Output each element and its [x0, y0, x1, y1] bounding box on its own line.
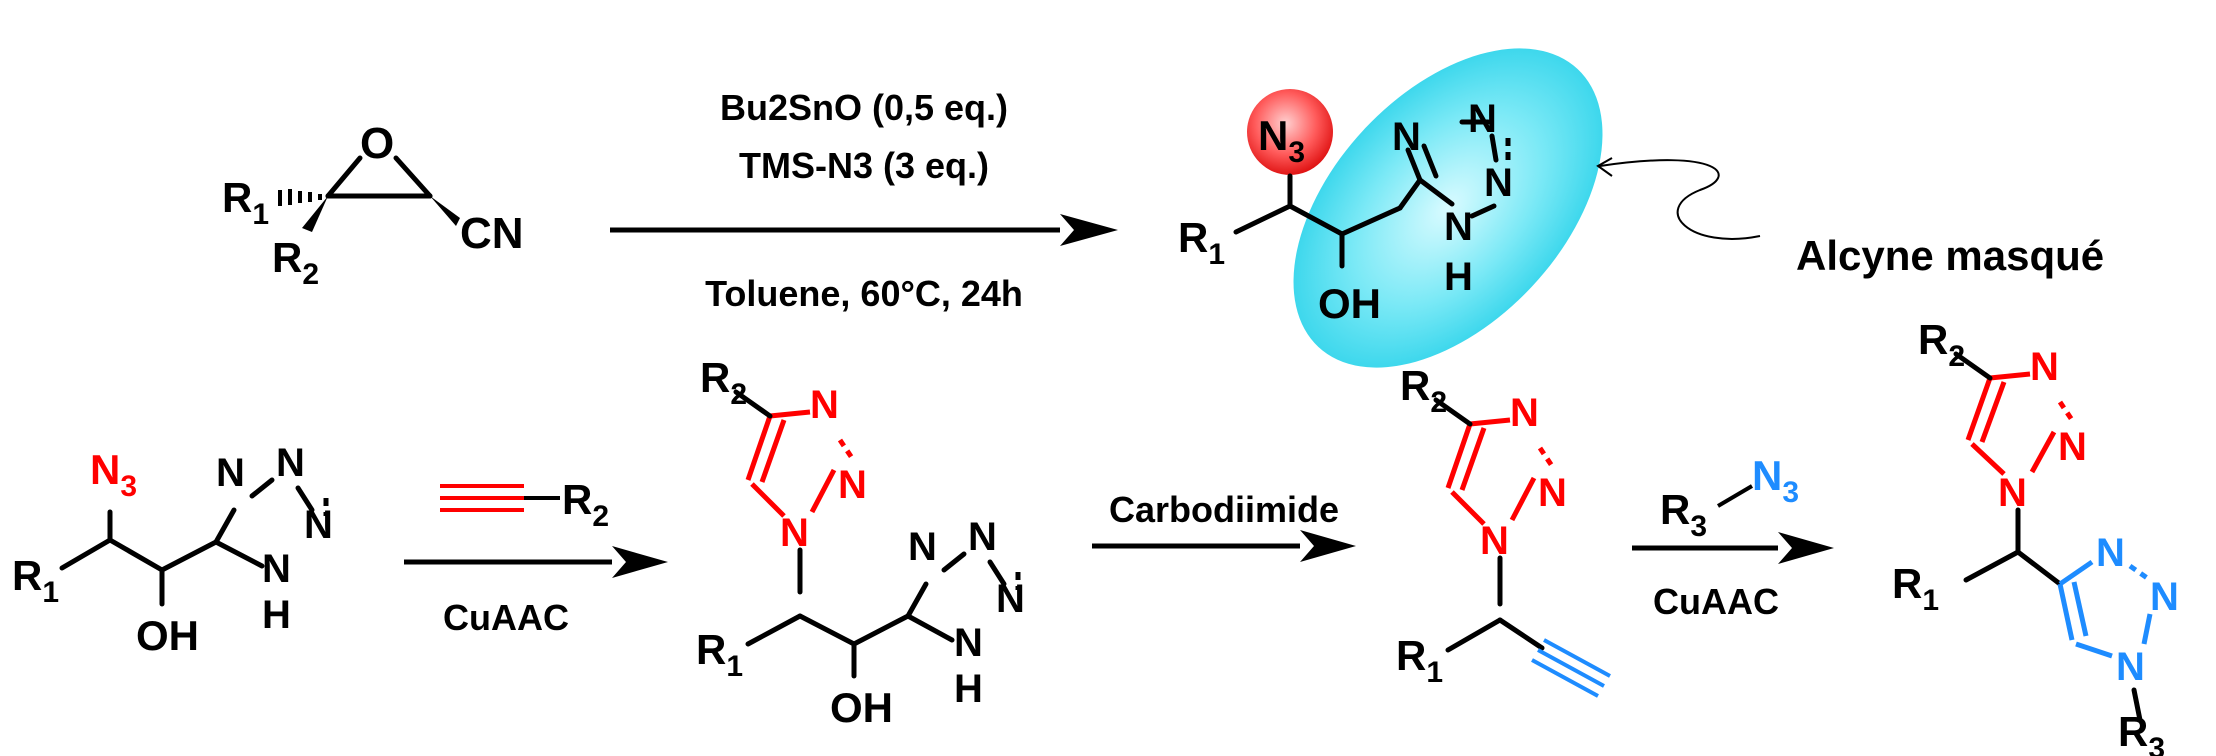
reaction2-label: CuAAC [443, 597, 569, 638]
product1-tetrazole-n2: N [1468, 97, 1497, 141]
reaction1-reagent-1: Bu2SnO (0,5 eq.) [720, 87, 1008, 128]
product4-r3: R3 [2118, 708, 2165, 756]
product3-alkyne [1531, 638, 1611, 698]
substrate2-skeleton [59, 477, 315, 607]
product4-blue-n3: N [2116, 645, 2145, 689]
masked-alkyne-label: Alcyne masqué [1796, 232, 2104, 279]
product4-red-triazole [1965, 371, 2057, 476]
masked-alkyne-highlight [1293, 48, 1603, 368]
reaction4-azide: N3 [1752, 452, 1799, 509]
reaction3-label: Carbodiimide [1109, 489, 1339, 530]
product1-r1: R1 [1178, 214, 1225, 271]
reaction2-alkyne [440, 484, 524, 512]
reaction4-r3: R3 [1660, 486, 1707, 543]
epoxide-hashed-bond [278, 189, 322, 206]
product4-red-n1: N [2030, 345, 2059, 389]
product3-skeleton [1433, 397, 1545, 653]
product4-red-n2: N [2058, 425, 2087, 469]
product1-hydroxyl: OH [1318, 280, 1381, 327]
substrate2-hydroxyl: OH [136, 612, 199, 659]
substrate2-azide: N3 [90, 446, 137, 503]
product1-tetrazole-h: H [1444, 255, 1473, 299]
product4-blue-triazole [2057, 559, 2153, 659]
reaction3-arrow [1092, 530, 1356, 562]
product3-triazole-n1: N [1510, 391, 1539, 435]
product2-tetrazole-n1: N [908, 525, 937, 569]
reaction1-arrow [610, 214, 1118, 246]
product4-r2: R2 [1918, 316, 1965, 373]
product1-skeleton [1233, 119, 1499, 269]
substrate2-tetrazole-h: H [262, 593, 291, 637]
product2-triazole-n2: N [838, 463, 867, 507]
azide-highlight-circle [1247, 89, 1333, 175]
product2-r2: R2 [700, 354, 747, 411]
reaction4-arrow [1632, 532, 1834, 564]
product4-blue-n1: N [2096, 531, 2125, 575]
reaction1-reagent-2: TMS-N3 (3 eq.) [739, 145, 989, 186]
reaction4-azide-bond [1716, 484, 1754, 508]
substrate2-tetrazole-n1: N [216, 451, 245, 495]
annotation-curve [1599, 159, 1761, 240]
product4-blue-n2: N [2150, 575, 2179, 619]
annotation-arrowhead [1596, 157, 1613, 177]
product3-triazole [1445, 417, 1537, 526]
substrate2-tetrazole-n3: N [304, 503, 333, 547]
product1-tetrazole-n3: N [1484, 161, 1513, 205]
epoxide-r2: R2 [272, 234, 319, 291]
epoxide-nitrile: CN [460, 209, 524, 258]
product3-triazole-n3: N [1480, 519, 1509, 563]
product2-triazole-n3: N [780, 511, 809, 555]
product4-red-n3: N [1998, 471, 2027, 515]
reaction4-label: CuAAC [1653, 581, 1779, 622]
reaction2-arrow [404, 546, 668, 578]
epoxide-r1: R1 [222, 174, 269, 231]
product1-azide: N3 [1258, 112, 1305, 169]
product2-r1: R1 [696, 626, 743, 683]
product2-triazole-n1: N [810, 383, 839, 427]
epoxide-oxygen: O [360, 119, 394, 168]
substrate2-r1: R1 [12, 552, 59, 609]
substrate2-tetrazole-n2: N [276, 441, 305, 485]
product3-r2: R2 [1400, 362, 1447, 419]
product2-tetrazole-h: H [954, 667, 983, 711]
product2-hydroxyl: OH [830, 684, 893, 731]
product2-skeleton [733, 389, 1007, 679]
substrate2-tetrazole-n4: N [262, 547, 291, 591]
product2-tetrazole-n2: N [968, 515, 997, 559]
reaction2-r2: R2 [562, 476, 609, 533]
product3-triazole-n2: N [1538, 471, 1567, 515]
product1-tetrazole-n1: N [1392, 115, 1421, 159]
product2-tetrazole-n4: N [954, 621, 983, 665]
product2-tetrazole-n3: N [996, 577, 1025, 621]
reaction1-conditions: Toluene, 60°C, 24h [705, 273, 1023, 314]
product1-tetrazole-nh: N [1444, 205, 1473, 249]
epoxide-structure [302, 155, 460, 232]
product2-triazole [745, 409, 837, 518]
product3-r1: R1 [1396, 632, 1443, 689]
product4-skeleton [1953, 351, 2143, 723]
product4-r1: R1 [1892, 560, 1939, 617]
